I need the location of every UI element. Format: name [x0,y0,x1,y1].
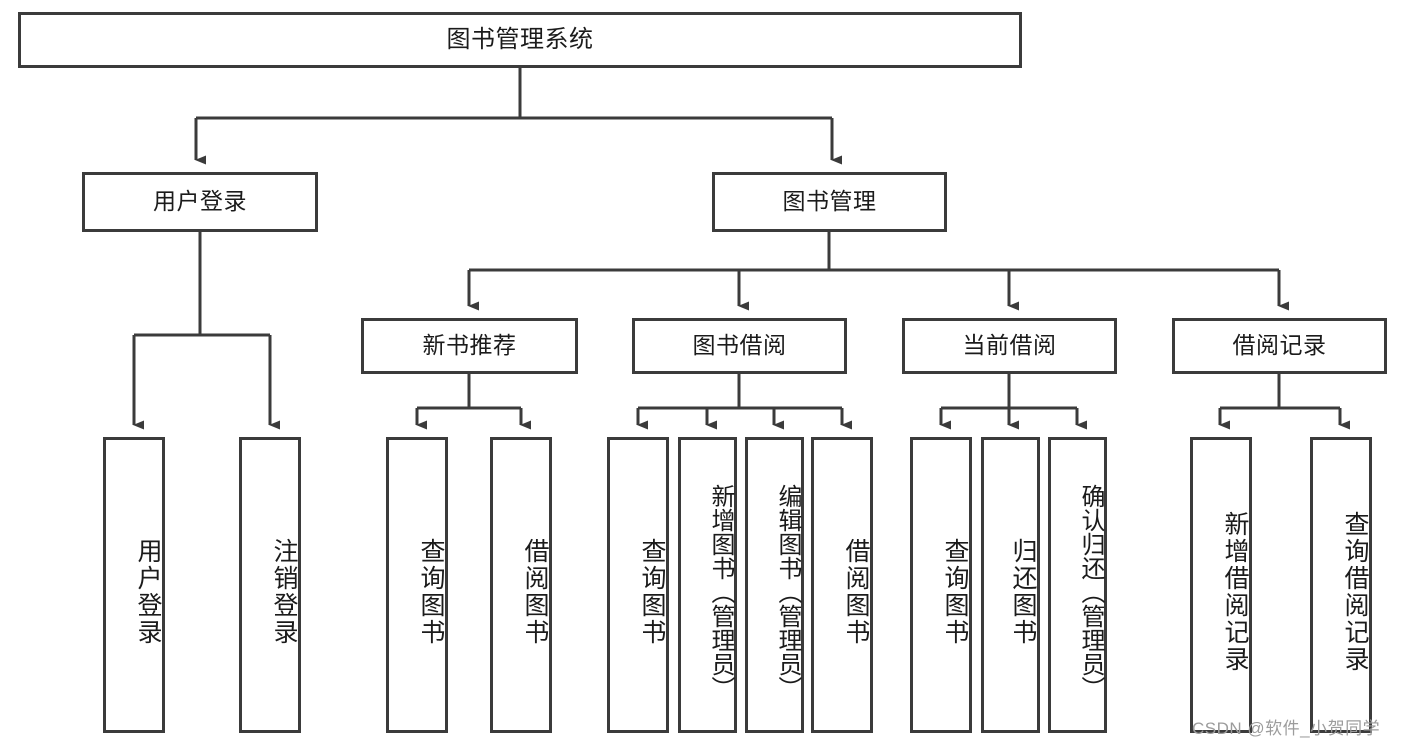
csdn-watermark: CSDN @软件_小贺同学 [1192,719,1381,738]
leaf-query-book-borrow[interactable]: 查询图书 [607,437,669,733]
leaf-confirm-return-admin[interactable]: 确认归还（管理员） [1048,437,1107,733]
leaf-logout-login[interactable]: 注销登录 [239,437,301,733]
node-new-book-recommend[interactable]: 新书推荐 [361,318,578,374]
node-user-login[interactable]: 用户登录 [82,172,318,232]
leaf-query-book-recommend[interactable]: 查询图书 [386,437,448,733]
leaf-add-book-admin[interactable]: 新增图书（管理员） [678,437,737,733]
node-borrow-record[interactable]: 借阅记录 [1172,318,1387,374]
leaf-add-borrow-record[interactable]: 新增借阅记录 [1190,437,1252,733]
node-root-book-management-system[interactable]: 图书管理系统 [18,12,1022,68]
leaf-return-book[interactable]: 归还图书 [981,437,1040,733]
leaf-user-login[interactable]: 用户登录 [103,437,165,733]
node-current-borrow[interactable]: 当前借阅 [902,318,1117,374]
node-book-manage[interactable]: 图书管理 [712,172,947,232]
node-book-borrow[interactable]: 图书借阅 [632,318,847,374]
leaf-borrow-book-recommend[interactable]: 借阅图书 [490,437,552,733]
leaf-query-borrow-record[interactable]: 查询借阅记录 [1310,437,1372,733]
leaf-borrow-book-borrow[interactable]: 借阅图书 [811,437,873,733]
leaf-edit-book-admin[interactable]: 编辑图书（管理员） [745,437,804,733]
leaf-query-book-current[interactable]: 查询图书 [910,437,972,733]
